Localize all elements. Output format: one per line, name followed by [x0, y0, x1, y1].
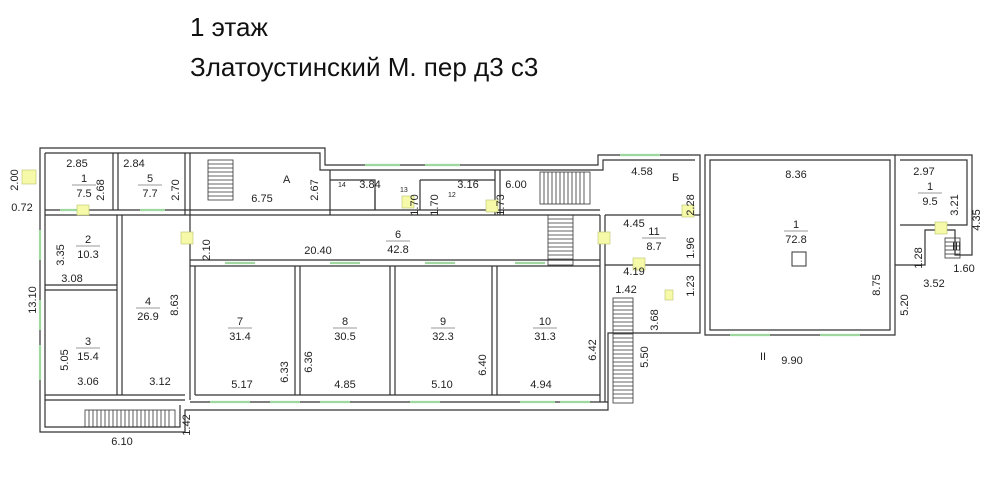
room-number: 6 — [395, 229, 401, 241]
room-area: 9.5 — [922, 196, 937, 208]
room-number: 8 — [342, 316, 348, 328]
dimension-label: 5.20 — [899, 294, 911, 315]
dimension-label: 2.85 — [66, 158, 87, 170]
room-area: 26.9 — [137, 311, 158, 323]
room-number: 1 — [793, 219, 799, 231]
room-area: 32.3 — [432, 331, 453, 343]
room-number: 1 — [81, 173, 87, 185]
room-area: 8.7 — [646, 241, 661, 253]
dimension-label: 2.97 — [913, 166, 934, 178]
dimension-label: 1.23 — [685, 275, 697, 296]
door-marks — [21, 169, 948, 301]
dimension-label: 8.63 — [169, 294, 181, 315]
dimension-label: 4.45 — [623, 218, 644, 230]
room-number: 3 — [85, 336, 91, 348]
room-area: 31.4 — [229, 331, 250, 343]
stair-label: II — [760, 351, 766, 363]
room-number: 5 — [147, 173, 153, 185]
dimension-label: 1.42 — [615, 284, 636, 296]
small-room-number: 13 — [400, 187, 408, 194]
dimension-label: 2.00 — [9, 169, 21, 190]
dimension-label: 1.42 — [181, 414, 193, 435]
dimension-label: 4.58 — [631, 166, 652, 178]
dimension-label: 8.36 — [785, 169, 806, 181]
stairs — [84, 159, 961, 428]
column — [791, 251, 807, 267]
stair-label: Б — [672, 172, 679, 184]
small-room-number: 14 — [338, 182, 346, 189]
room-number: 10 — [539, 316, 551, 328]
dimension-label: 5.05 — [59, 349, 71, 370]
dimension-label: 13.10 — [27, 286, 39, 314]
dimension-label: 20.40 — [304, 245, 332, 257]
dimension-label: 3.12 — [149, 376, 170, 388]
dimension-label: 6.42 — [587, 339, 599, 360]
small-room-number: 12 — [448, 192, 456, 199]
dimension-label: 2.28 — [685, 194, 697, 215]
dimension-label: 6.75 — [251, 193, 272, 205]
dimension-label: 6.40 — [477, 354, 489, 375]
room-area: 10.3 — [77, 249, 98, 261]
dimension-label: 2.70 — [170, 179, 182, 200]
dimension-label: 8.75 — [871, 274, 883, 295]
dimension-label: 2.10 — [201, 239, 213, 260]
dimension-label: 6.36 — [303, 351, 315, 372]
dimension-label: 3.68 — [649, 309, 661, 330]
stair-label: А — [283, 174, 291, 186]
dimension-label: 6.00 — [505, 179, 526, 191]
dimension-label: 2.84 — [123, 158, 144, 170]
room-area: 72.8 — [785, 234, 806, 246]
room-number: 2 — [85, 234, 91, 246]
room-area: 31.3 — [534, 331, 555, 343]
dimension-label: 4.94 — [530, 379, 551, 391]
dimension-label: 1.73 — [495, 194, 507, 215]
dimension-label: 4.19 — [623, 266, 644, 278]
dimension-label: 3.35 — [55, 244, 67, 265]
dimension-label: 3.08 — [61, 273, 82, 285]
dimension-label: 2.67 — [309, 179, 321, 200]
dimension-label: 3.06 — [77, 376, 98, 388]
room-number: 1 — [927, 181, 933, 193]
stair-label: III — [952, 241, 961, 253]
dimension-label: 2.68 — [95, 179, 107, 200]
address-title: Златоустинский М. пер д3 с3 — [190, 52, 539, 82]
dimension-label: 3.52 — [923, 278, 944, 290]
dimension-label: 1.96 — [685, 237, 697, 258]
room-area: 30.5 — [334, 331, 355, 343]
room-area: 7.5 — [76, 188, 91, 200]
dimension-label: 6.33 — [279, 361, 291, 382]
room-number: 11 — [648, 226, 659, 238]
dimension-label: 1.28 — [913, 247, 925, 268]
dimension-label: 5.17 — [231, 379, 252, 391]
dimension-label: 5.50 — [639, 346, 651, 367]
room-area: 7.7 — [142, 188, 157, 200]
dimension-label: 3.21 — [949, 194, 961, 215]
dimension-label: 3.84 — [359, 179, 380, 191]
dimension-label: 9.90 — [781, 355, 802, 367]
room-area: 15.4 — [77, 351, 98, 363]
dimension-label: 1.60 — [953, 263, 974, 275]
dimension-label: 6.10 — [111, 436, 132, 448]
dimension-label: 4.85 — [334, 379, 355, 391]
dimension-label: 3.16 — [457, 179, 478, 191]
room-number: 7 — [237, 316, 243, 328]
dimension-label: 5.10 — [431, 379, 452, 391]
dimension-label: 1.70 — [429, 194, 441, 215]
room-number: 9 — [440, 316, 446, 328]
dimension-label: 4.35 — [971, 209, 983, 230]
room-number: 4 — [145, 296, 151, 308]
dimension-label: 1.70 — [409, 194, 421, 215]
floor-title: 1 этаж — [190, 12, 268, 42]
room-area: 42.8 — [387, 244, 408, 256]
dimension-label: 0.72 — [11, 202, 32, 214]
windows — [38, 153, 860, 404]
